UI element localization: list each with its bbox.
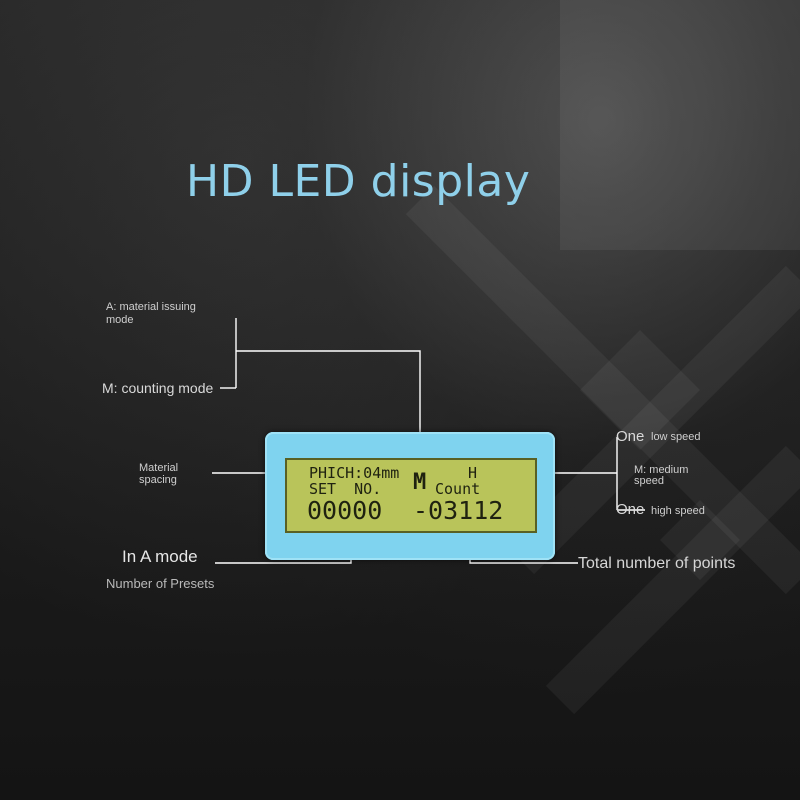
lcd-count-label: Count [435,480,481,498]
label-spacing-cont: spacing [139,474,177,486]
lcd-screen: PHICH:04mm M H SET NO. Count 00000 -0311… [285,458,537,533]
lcd-speed-indicator: H [468,464,478,482]
label-m-mode: M: counting mode [102,380,214,396]
lcd-pitch: PHICH:04mm [309,464,400,482]
label-low-prefix: One [616,428,645,445]
mode-callout-line [236,350,421,468]
lcd-device: PHICH:04mm M H SET NO. Count 00000 -0311… [265,432,555,560]
lcd-mode-indicator: M [413,470,427,495]
label-total-points: Total number of points [578,555,736,572]
label-medium-speed-cont: speed [634,475,664,487]
lcd-count-value: -03112 [413,496,504,525]
label-a-mode: A: material issuing [106,301,196,313]
label-low-speed: low speed [651,431,701,443]
lcd-set-no: SET NO. [309,480,382,498]
label-in-a-mode: In A mode [122,547,198,566]
lcd-preset-value: 00000 [307,496,383,525]
label-presets: Number of Presets [106,576,215,591]
page-title: HD LED display [186,156,531,207]
label-spacing: Material [139,462,179,474]
label-high-speed: high speed [651,505,705,517]
label-a-mode-cont: mode [106,314,134,326]
label-medium-speed: M: medium [634,464,689,476]
label-high-prefix: One [616,501,645,518]
